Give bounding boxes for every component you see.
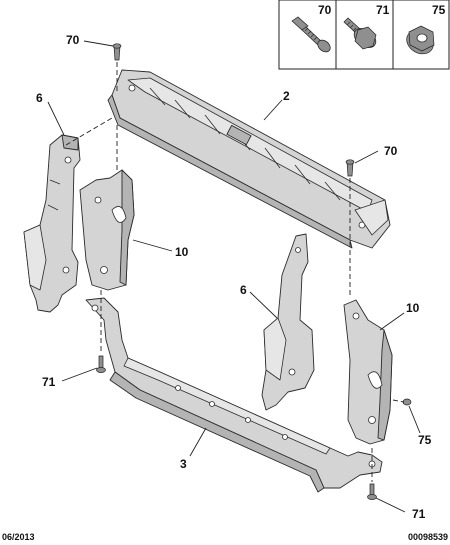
legend-ref-70: 70 [318,3,332,17]
callout-71-bottom-right: 71 [412,507,426,521]
flange-bolt-icon [367,483,377,500]
lower-crossmember-part-3 [85,297,383,493]
flange-bolt-icon [96,355,106,373]
callout-6-right-panel: 6 [240,283,247,297]
legend-ref-75: 75 [432,3,446,17]
callout-75-nut: 75 [418,433,432,447]
callout-leaders [47,40,421,513]
flange-nut-icon [402,398,412,406]
flange-nut-icon [406,25,435,55]
callout-70-top-right: 70 [384,144,398,158]
screw-icon [291,16,331,53]
callout-10-right-bracket: 10 [406,301,420,315]
callout-10-left-bracket: 10 [175,245,189,259]
footer-date: 06/2013 [2,532,35,542]
side-panel-left-part-6 [23,134,81,313]
legend-ref-71: 71 [376,3,390,17]
bolt-icon [112,43,122,61]
callout-71-lower-left: 71 [42,375,56,389]
hardware-legend: 70 71 75 [278,0,450,70]
bracket-left-part-10 [79,169,135,291]
upper-crossmember-part-2 [107,69,391,249]
bolt-icon [345,159,355,177]
callout-2-crossmember: 2 [283,89,290,103]
assembly-lines [65,62,405,482]
callout-3-lower-crossmember: 3 [180,457,187,471]
bracket-right-part-10 [343,299,393,445]
callout-6-left-panel: 6 [36,91,43,105]
flange-bolt-icon [343,17,377,50]
side-panel-right-part-6 [261,233,315,411]
callout-70-top-left: 70 [66,33,80,47]
footer-reference: 00098539 [408,532,448,542]
